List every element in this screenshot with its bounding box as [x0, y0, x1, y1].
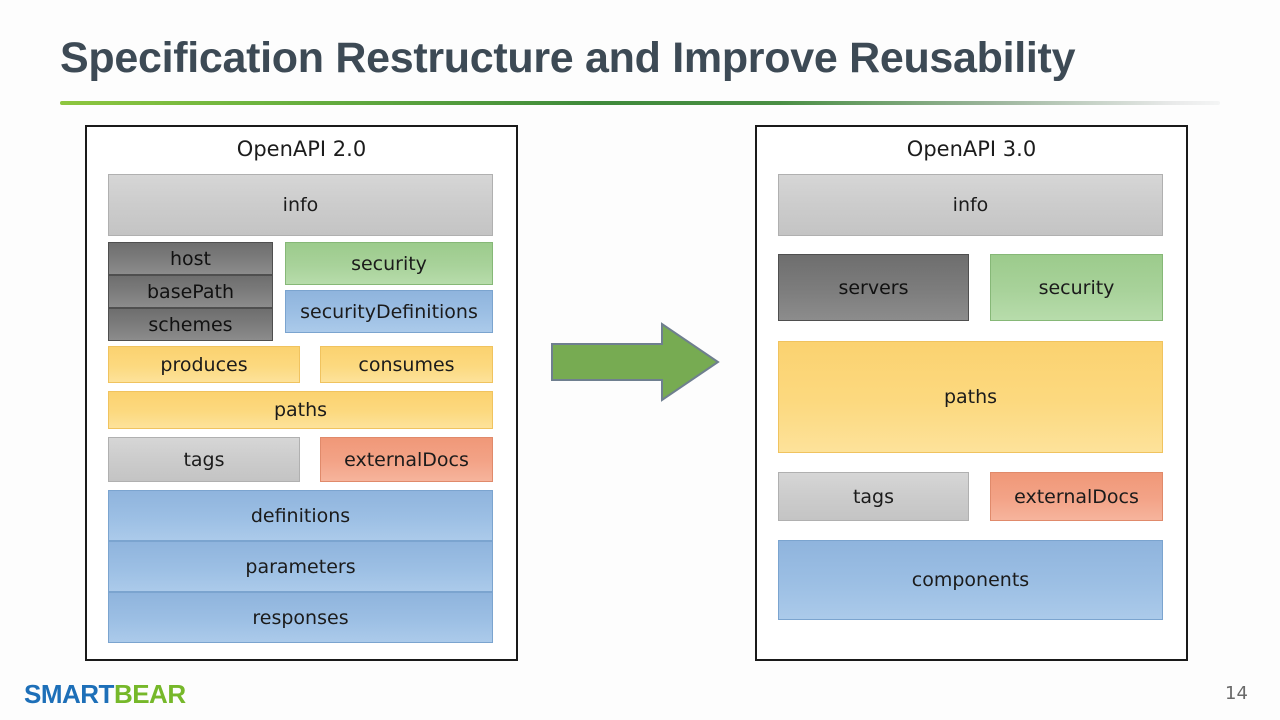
block-info[interactable]: info: [778, 174, 1163, 236]
right-arrow-icon: [551, 322, 720, 402]
block-servers[interactable]: servers: [778, 254, 969, 321]
block-schemes[interactable]: schemes: [108, 308, 273, 341]
transition-arrow: [550, 322, 720, 402]
block-security-definitions[interactable]: securityDefinitions: [285, 290, 493, 333]
block-paths[interactable]: paths: [778, 341, 1163, 453]
block-info[interactable]: info: [108, 174, 493, 236]
block-external-docs[interactable]: externalDocs: [990, 472, 1163, 521]
openapi-2-panel-title: OpenAPI 2.0: [236, 137, 367, 161]
logo-text-bear: BEAR: [113, 679, 186, 709]
block-responses[interactable]: responses: [108, 592, 493, 643]
page-title: Specification Restructure and Improve Re…: [60, 34, 1076, 82]
block-paths[interactable]: paths: [108, 391, 493, 429]
block-definitions[interactable]: definitions: [108, 490, 493, 541]
block-basepath[interactable]: basePath: [108, 275, 273, 308]
openapi-3-panel-title: OpenAPI 3.0: [906, 137, 1037, 161]
block-parameters[interactable]: parameters: [108, 541, 493, 592]
block-tags[interactable]: tags: [778, 472, 969, 521]
block-produces[interactable]: produces: [108, 346, 300, 383]
openapi-2-panel: OpenAPI 2.0 info host basePath schemes s…: [85, 125, 518, 661]
block-security[interactable]: security: [990, 254, 1163, 321]
block-consumes[interactable]: consumes: [320, 346, 493, 383]
block-host[interactable]: host: [108, 242, 273, 275]
smartbear-logo: SMARTBEAR: [24, 679, 186, 710]
block-external-docs[interactable]: externalDocs: [320, 437, 493, 482]
block-security[interactable]: security: [285, 242, 493, 285]
title-underline-rule: [60, 101, 1220, 105]
logo-text-smart: SMART: [24, 679, 114, 709]
openapi-3-block-list: info servers security paths tags externa…: [778, 174, 1165, 645]
openapi-2-block-list: info host basePath schemes security secu…: [108, 174, 495, 645]
block-tags[interactable]: tags: [108, 437, 300, 482]
slide-page-number: 14: [1225, 683, 1248, 704]
openapi-3-panel: OpenAPI 3.0 info servers security paths …: [755, 125, 1188, 661]
block-components[interactable]: components: [778, 540, 1163, 620]
